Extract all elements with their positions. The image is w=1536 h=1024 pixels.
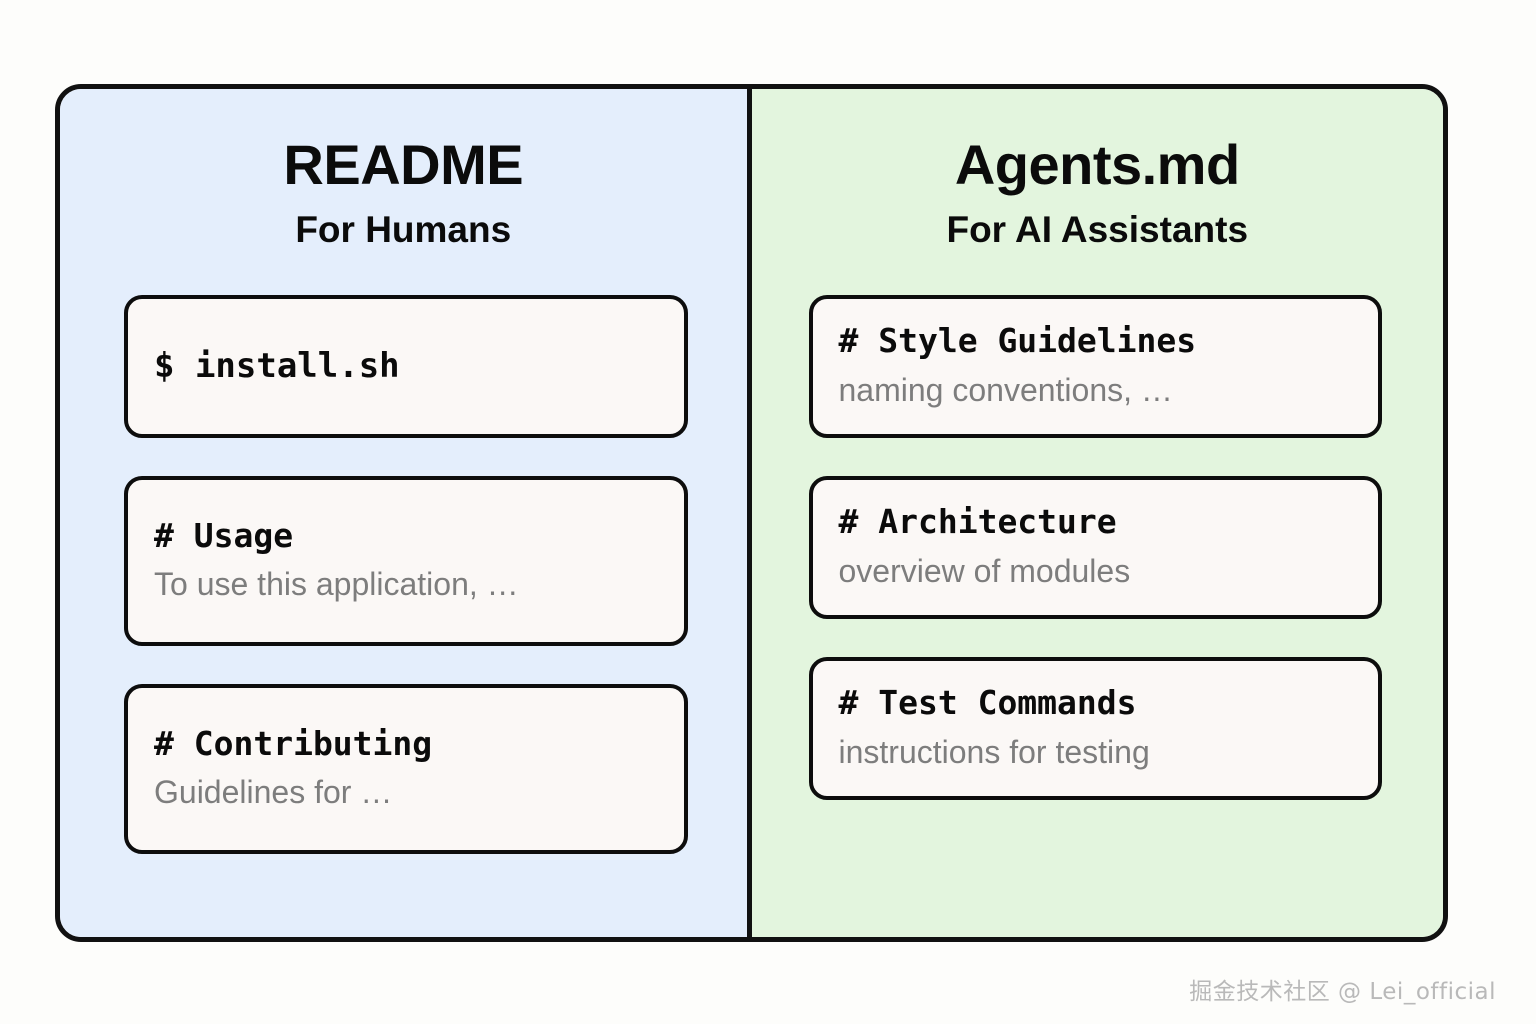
watermark: 掘金技术社区 @ Lei_official bbox=[1189, 979, 1496, 1005]
card-architecture-heading: # Architecture bbox=[838, 502, 1117, 542]
agents-card-list: # Style Guidelines naming conventions, …… bbox=[752, 295, 1444, 838]
card-style-guidelines-description: naming conventions, … bbox=[838, 371, 1173, 408]
panel-readme-subtitle: For Humans bbox=[295, 208, 512, 250]
card-style-guidelines[interactable]: # Style Guidelines naming conventions, … bbox=[808, 295, 1382, 439]
card-architecture[interactable]: # Architecture overview of modules bbox=[808, 476, 1382, 620]
card-install-sh-heading: $ install.sh bbox=[154, 345, 400, 386]
card-test-commands-heading: # Test Commands bbox=[838, 683, 1137, 723]
panel-agents-title: Agents.md bbox=[954, 133, 1240, 196]
card-usage[interactable]: # Usage To use this application, … bbox=[124, 476, 688, 647]
card-usage-heading: # Usage bbox=[154, 515, 294, 555]
card-contributing[interactable]: # Contributing Guidelines for … bbox=[124, 684, 688, 855]
card-style-guidelines-heading: # Style Guidelines bbox=[838, 321, 1197, 361]
card-test-commands[interactable]: # Test Commands instructions for testing bbox=[808, 657, 1382, 801]
card-test-commands-description: instructions for testing bbox=[838, 733, 1150, 770]
readme-card-list: $ install.sh # Usage To use this applica… bbox=[60, 295, 747, 892]
panel-agents: Agents.md For AI Assistants # Style Guid… bbox=[751, 89, 1444, 937]
panel-readme: README For Humans $ install.sh # Usage T… bbox=[60, 89, 752, 937]
panel-readme-title: README bbox=[283, 133, 524, 196]
card-contributing-heading: # Contributing bbox=[154, 723, 433, 763]
card-contributing-description: Guidelines for … bbox=[154, 774, 393, 811]
panel-agents-subtitle: For AI Assistants bbox=[946, 208, 1249, 250]
card-architecture-description: overview of modules bbox=[838, 552, 1131, 589]
card-install-sh[interactable]: $ install.sh bbox=[124, 295, 688, 439]
card-usage-description: To use this application, … bbox=[154, 566, 519, 603]
comparison-frame: README For Humans $ install.sh # Usage T… bbox=[55, 84, 1448, 942]
